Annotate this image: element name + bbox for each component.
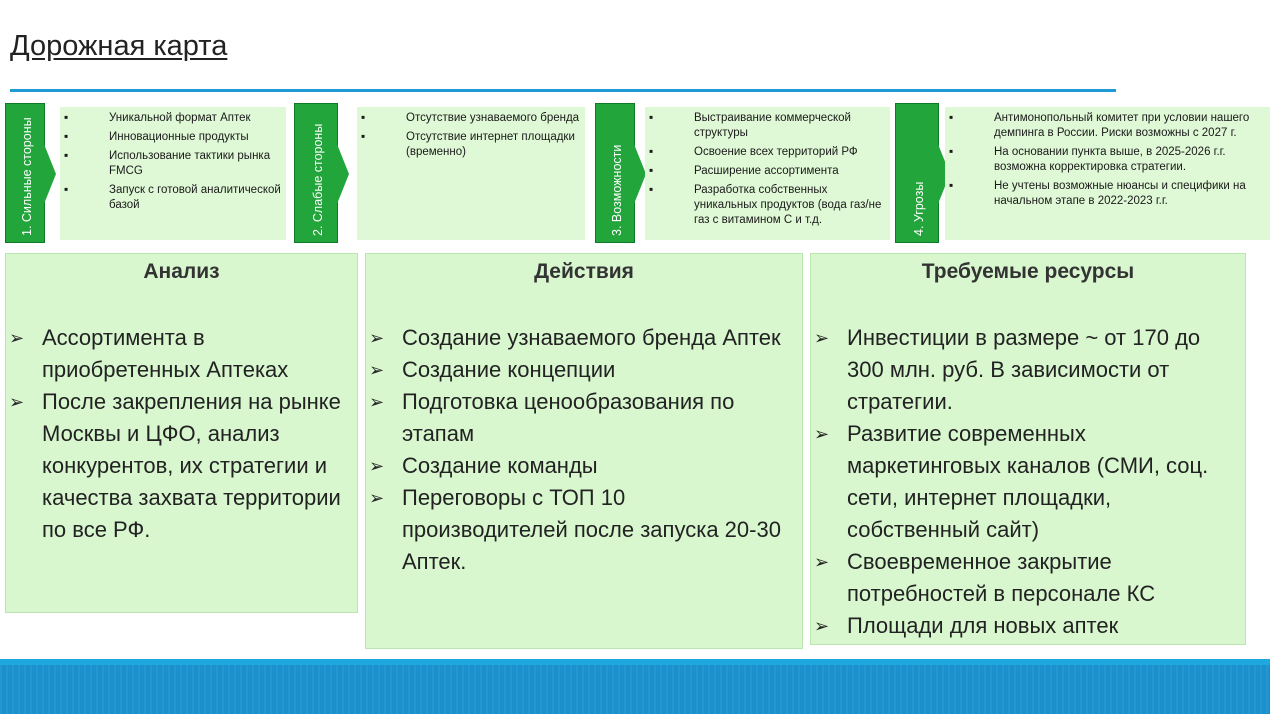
swot-label-text: 1. Сильные стороны	[20, 117, 34, 236]
list-item: Площади для новых аптек	[811, 610, 1239, 642]
swot-box-weaknesses: Отсутствие узнаваемого бренда Отсутствие…	[357, 107, 585, 240]
panel-analysis: Анализ Ассортимента в приобретенных Апте…	[5, 253, 358, 613]
title-divider	[10, 89, 1116, 92]
panel-title: Действия	[534, 260, 634, 283]
swot-label-text: 2. Слабые стороны	[311, 123, 325, 236]
list-item: Освоение всех территорий РФ	[649, 144, 886, 160]
swot-label-threats: 4. Угрозы	[895, 103, 950, 243]
list-item: Инвестиции в размере ~ от 170 до 300 млн…	[811, 322, 1239, 418]
list-item: Уникальной формат Аптек	[64, 110, 282, 126]
list-item: На основании пункта выше, в 2025-2026 г.…	[949, 144, 1266, 175]
swot-label-text: 4. Угрозы	[912, 181, 926, 236]
list-item: Использование тактики рынка FMCG	[64, 148, 282, 179]
footer-divider	[0, 659, 1270, 665]
list-item: После закрепления на рынке Москвы и ЦФО,…	[6, 386, 351, 546]
swot-box-opportunities: Выстраивание коммерческой структуры Осво…	[645, 107, 890, 240]
list-item: Расширение ассортимента	[649, 163, 886, 179]
chevron-right-icon	[634, 144, 646, 204]
swot-box-threats: Антимонопольный комитет при условии наше…	[945, 107, 1270, 240]
list-item: Подготовка ценообразования по этапам	[366, 386, 796, 450]
list-item: Не учтены возможные нюансы и специфики н…	[949, 178, 1266, 209]
panel-title: Требуемые ресурсы	[921, 260, 1135, 283]
footer-band	[0, 665, 1270, 714]
list-item: Создание концепции	[366, 354, 796, 386]
swot-label-text: 3. Возможности	[610, 144, 624, 236]
list-item: Создание команды	[366, 450, 796, 482]
list-item: Выстраивание коммерческой структуры	[649, 110, 886, 141]
list-item: Развитие современных маркетинговых канал…	[811, 418, 1239, 546]
panel-resources: Требуемые ресурсы Инвестиции в размере ~…	[810, 253, 1246, 645]
chevron-right-icon	[337, 144, 349, 204]
panel-actions: Действия Создание узнаваемого бренда Апт…	[365, 253, 803, 649]
list-item: Запуск с готовой аналитической базой	[64, 182, 282, 213]
swot-box-strengths: Уникальной формат Аптек Инновационные пр…	[60, 107, 286, 240]
list-item: Создание узнаваемого бренда Аптек	[366, 322, 796, 354]
list-item: Отсутствие узнаваемого бренда	[361, 110, 581, 126]
chevron-right-icon	[44, 144, 56, 204]
swot-label-opportunities: 3. Возможности	[595, 103, 646, 243]
list-item: Разработка собственных уникальных продук…	[649, 182, 886, 228]
swot-label-weaknesses: 2. Слабые стороны	[294, 103, 349, 243]
panel-title: Анализ	[143, 260, 220, 283]
list-item: Антимонопольный комитет при условии наше…	[949, 110, 1266, 141]
page-title: Дорожная карта	[10, 30, 228, 62]
list-item: Инновационные продукты	[64, 129, 282, 145]
list-item: Отсутствие интернет площадки (временно)	[361, 129, 581, 160]
swot-label-strengths: 1. Сильные стороны	[5, 103, 56, 243]
list-item: Переговоры с ТОП 10 производителей после…	[366, 482, 796, 578]
list-item: Своевременное закрытие потребностей в пе…	[811, 546, 1239, 610]
list-item: Ассортимента в приобретенных Аптеках	[6, 322, 351, 386]
